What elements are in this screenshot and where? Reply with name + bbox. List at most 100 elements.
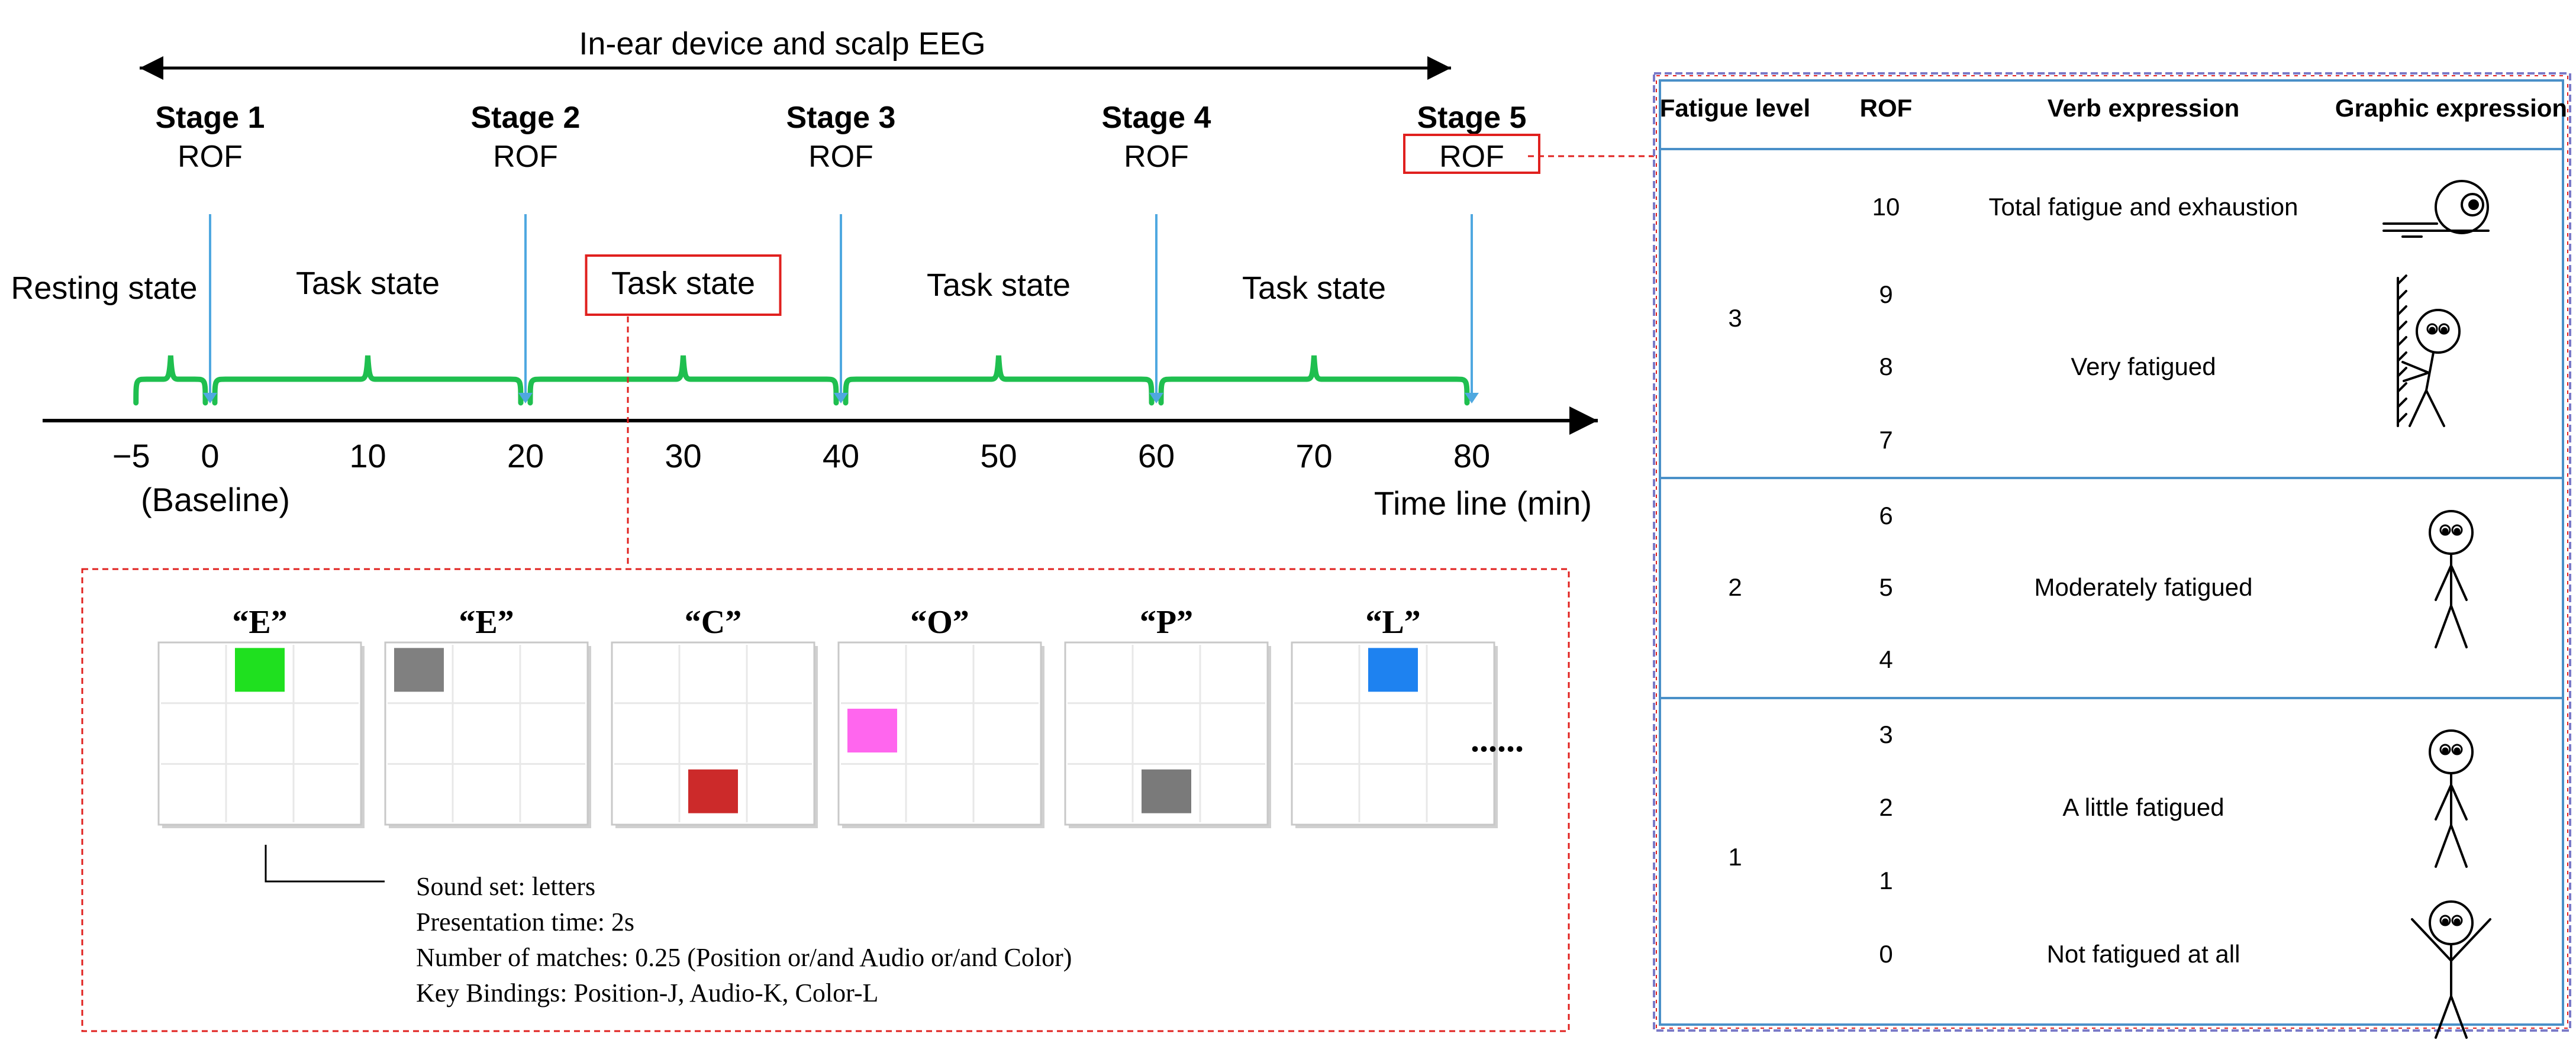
table-outer-frame-red	[1656, 75, 2568, 1029]
axis-title: Time line (min)	[1374, 484, 1592, 522]
task-detail-panel: “E” “E” “C” “O” “P” “L” ...... Sound set: let…	[81, 568, 1570, 1032]
stage-marker-arrow	[203, 393, 217, 403]
stage-lines	[203, 214, 1479, 403]
fatigue-level-cell: 3	[1728, 304, 1742, 332]
tick-label: 70	[1295, 437, 1332, 474]
rof-cell: 7	[1879, 426, 1892, 454]
state-brace	[1158, 355, 1470, 406]
tick-label: 50	[980, 437, 1017, 474]
trial-card: “C”	[611, 604, 818, 828]
stimulus-square	[1368, 648, 1418, 692]
trial-ellipsis: ......	[1471, 720, 1524, 759]
rof-cell: 9	[1879, 280, 1892, 308]
cheering-figure-icon	[2411, 900, 2491, 1039]
tick-label: 40	[823, 437, 859, 474]
rof-cell: 3	[1879, 721, 1892, 748]
trial-sequence: “E” “E” “C” “O” “P” “L”	[157, 604, 1498, 828]
standing-figure-icon	[2429, 729, 2474, 868]
trial-letter: “C”	[685, 604, 741, 641]
lying-figure-icon	[2382, 180, 2490, 238]
trial-card: “E”	[384, 604, 591, 828]
stage-marker-arrow	[834, 393, 848, 403]
verb-expression-cell: Very fatigued	[2071, 353, 2216, 380]
fatigue-scale-table: Fatigue level ROF Verb expression Graphic e…	[1653, 72, 2571, 1039]
task-info-line: Presentation time: 2s	[416, 907, 634, 936]
state-highlight	[585, 254, 782, 316]
header-title: In-ear device and scalp EEG	[579, 26, 985, 62]
verb-expression-cell: A little fatigued	[2062, 793, 2224, 821]
stage-rof-label: ROF	[1439, 140, 1504, 174]
trial-letter: “P”	[1140, 604, 1193, 641]
rof-cell: 0	[1879, 940, 1892, 968]
rof-cell: 6	[1879, 502, 1892, 529]
stage-rof-highlight	[1403, 134, 1540, 174]
rof-cell: 10	[1872, 193, 1900, 221]
stage-marker-arrow	[1465, 393, 1479, 403]
rof-cell: 8	[1879, 353, 1892, 380]
stage-rof-label: ROF	[493, 140, 558, 174]
task-info-line: Number of matches: 0.25 (Position or/and…	[416, 943, 1072, 972]
trial-card: “E”	[157, 604, 365, 828]
stage-marker-arrow	[518, 393, 533, 403]
info-bracket	[265, 845, 385, 883]
table-header-cell: Fatigue level	[1660, 94, 1810, 122]
tick-label: 80	[1453, 437, 1490, 474]
stimulus-square	[235, 648, 285, 692]
rof-cell: 2	[1879, 793, 1892, 821]
tick-label: 60	[1138, 437, 1175, 474]
baseline-label: (Baseline)	[141, 481, 290, 518]
tick-label: −5	[112, 437, 150, 474]
state-label: Resting state	[11, 270, 197, 306]
trial-letter: “E”	[459, 604, 514, 641]
trial-card: “O”	[837, 604, 1044, 828]
stage-label: Stage 1	[156, 101, 265, 135]
stage-rof-label: ROF	[808, 140, 873, 174]
state-brace	[212, 355, 524, 406]
fatigue-level-cell: 1	[1728, 843, 1742, 871]
state-label: Task state	[1242, 270, 1386, 306]
state-brace	[133, 355, 208, 406]
table-outer-frame	[1653, 72, 2571, 1032]
graphic-expressions	[2382, 180, 2491, 1039]
stimulus-square	[688, 769, 738, 813]
trial-letter: “E”	[232, 604, 287, 641]
verb-expression-cell: Moderately fatigued	[2035, 573, 2253, 601]
stage-label: Stage 2	[471, 101, 581, 135]
state-label: Task state	[611, 266, 755, 301]
table-header-row: Fatigue level ROF Verb expression Graphic e…	[1660, 94, 2567, 122]
rof-cell: 5	[1879, 573, 1892, 601]
state-label: Task state	[927, 267, 1071, 303]
stage-rof-label: ROF	[1124, 140, 1189, 174]
stimulus-square	[847, 709, 897, 752]
trial-letter: “L”	[1365, 604, 1420, 641]
tick-label: 30	[665, 437, 701, 474]
stage-rof-label: ROF	[178, 140, 243, 174]
table-inner-frame	[1659, 79, 2564, 1026]
state-label: Task state	[296, 266, 440, 301]
rof-cell: 4	[1879, 645, 1892, 673]
fatigue-level-cell: 2	[1728, 573, 1742, 601]
stimulus-square	[394, 648, 444, 692]
leaning-figure-icon	[2397, 274, 2461, 427]
header-group: In-ear device and scalp EEG	[140, 26, 1451, 80]
trial-card: “P”	[1064, 604, 1271, 828]
task-info-line: Key Bindings: Position-J, Audio-K, Color…	[416, 978, 878, 1007]
task-detail-frame	[81, 568, 1570, 1032]
table-header-cell: Verb expression	[2048, 94, 2240, 122]
stimulus-square	[1142, 769, 1191, 813]
trial-card: “L”	[1291, 604, 1498, 828]
state-braces	[133, 355, 1470, 406]
verb-expression-cell: Not fatigued at all	[2047, 940, 2240, 968]
trial-letter: “O”	[910, 604, 969, 641]
state-brace	[843, 355, 1155, 406]
table-header-cell: ROF	[1860, 94, 1913, 122]
verb-expression-cell: Total fatigue and exhaustion	[1988, 193, 2298, 221]
state-labels: Resting state Task state Task state Task st…	[11, 254, 1386, 316]
table-header-cell: Graphic expression	[2335, 94, 2567, 122]
